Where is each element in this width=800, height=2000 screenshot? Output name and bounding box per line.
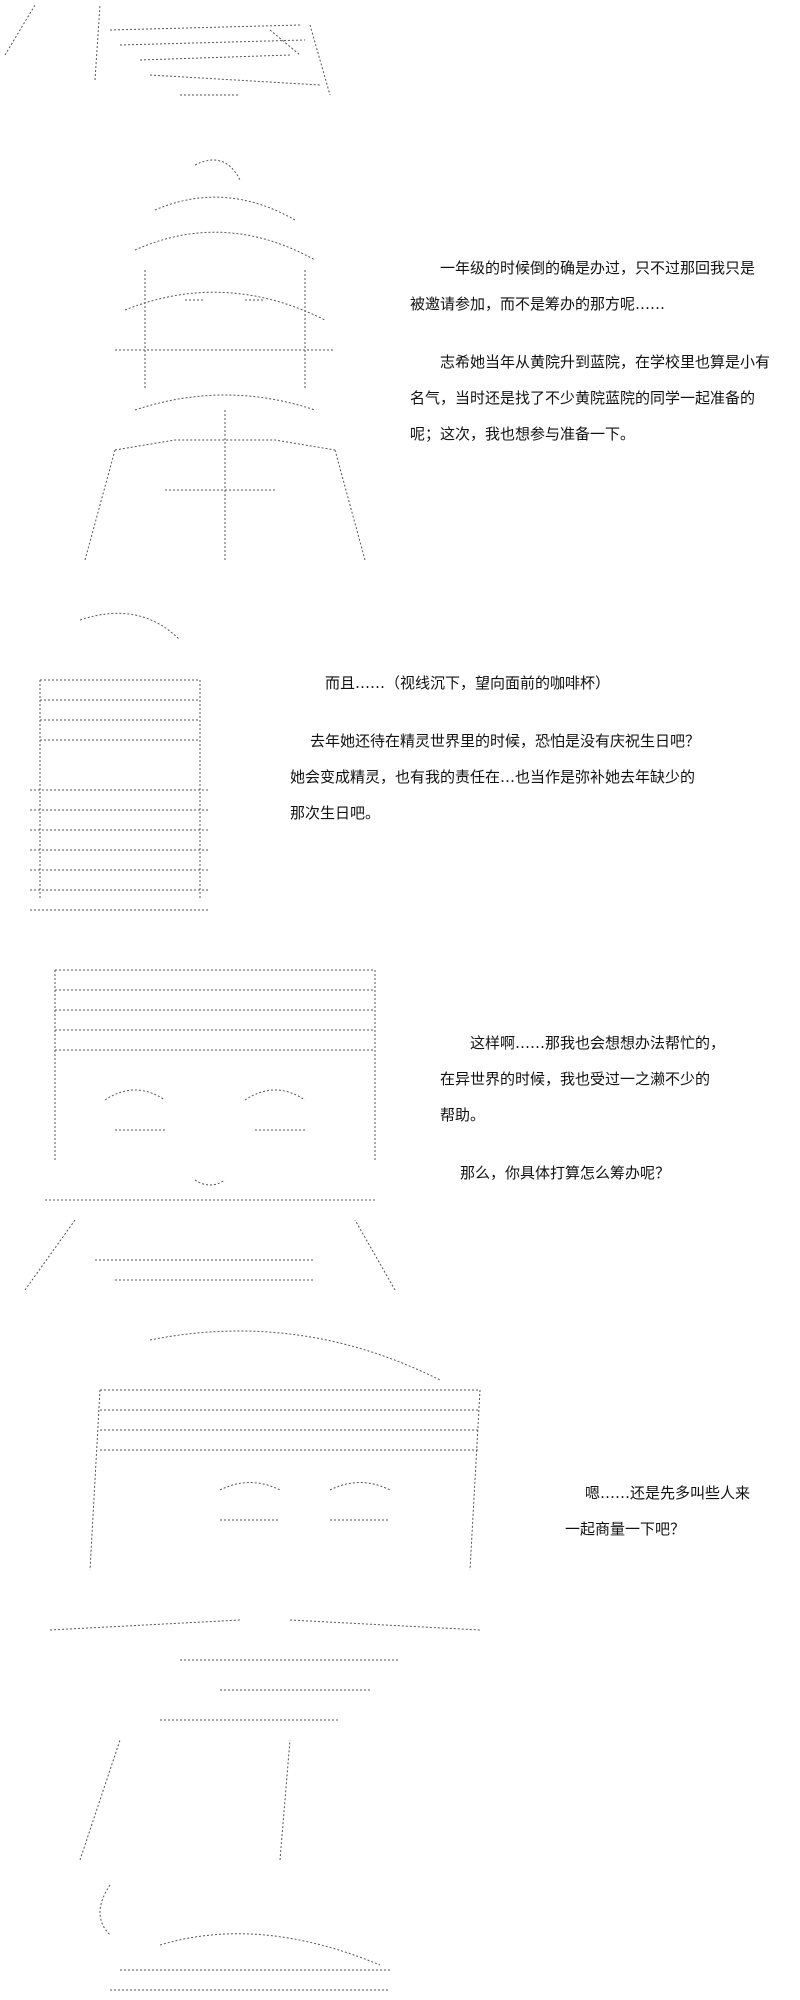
dialogue-line: 名气，当时还是找了不少黄院蓝院的同学一起准备的 — [410, 389, 756, 407]
panel-5: 嗯……还是先多叫些人来 一起商量一下吧？ — [0, 1320, 800, 1860]
dialogue-line: 去年她还待在精灵世界里的时候，恐怕是没有庆祝生日吧？ — [310, 732, 701, 750]
dialogue-line: 一起商量一下吧？ — [565, 1520, 686, 1538]
dialogue-line: 嗯……还是先多叫些人来 — [585, 1484, 751, 1502]
dialogue-line: 那么，你具体打算怎么筹办呢？ — [460, 1164, 671, 1182]
panel-3: 而且……（视线沉下，望向面前的咖啡杯） 去年她还待在精灵世界里的时候，恐怕是没有… — [0, 600, 800, 930]
dialogue-line: 呢；这次，我也想参与准备一下。 — [410, 425, 636, 443]
ascii-art-character-smile — [15, 960, 405, 1290]
dialogue-line: 在异世界的时候，我也受过一之濑不少的 — [440, 1070, 711, 1088]
ascii-art-character-hair — [20, 600, 220, 930]
ascii-art-character-top — [0, 0, 360, 110]
dialogue-block: 这样啊……那我也会想想办法帮忙的， 在异世界的时候，我也受过一之濑不少的 帮助。… — [440, 1025, 725, 1191]
dialogue-line: 这样啊……那我也会想想办法帮忙的， — [470, 1034, 726, 1052]
panel-6 — [0, 1875, 800, 2000]
dialogue-line: 被邀请参加，而不是筹办的那方呢…… — [410, 295, 666, 313]
dialogue-line: 她会变成精灵，也有我的责任在…也当作是弥补她去年缺少的 — [290, 768, 696, 786]
panel-2: 一年级的时候倒的确是办过，只不过那回我只是 被邀请参加，而不是筹办的那方呢…… … — [0, 140, 800, 560]
ascii-art-character-bottom — [80, 1875, 400, 2000]
dialogue-line: 志希她当年从黄院升到蓝院，在学校里也算是小有 — [440, 353, 771, 371]
ascii-art-character-girl — [75, 150, 375, 560]
dialogue-line: 那次生日吧。 — [290, 804, 381, 822]
dialogue-block: 一年级的时候倒的确是办过，只不过那回我只是 被邀请参加，而不是筹办的那方呢…… … — [410, 250, 770, 452]
panel-4: 这样啊……那我也会想想办法帮忙的， 在异世界的时候，我也受过一之濑不少的 帮助。… — [0, 960, 800, 1290]
dialogue-line: 而且……（视线沉下，望向面前的咖啡杯） — [325, 674, 611, 692]
dialogue-line: 一年级的时候倒的确是办过，只不过那回我只是 — [440, 259, 756, 277]
ascii-art-character-thinking — [40, 1320, 560, 1860]
dialogue-line: 帮助。 — [440, 1106, 486, 1124]
dialogue-block: 嗯……还是先多叫些人来 一起商量一下吧？ — [565, 1475, 750, 1547]
dialogue-block: 而且……（视线沉下，望向面前的咖啡杯） 去年她还待在精灵世界里的时候，恐怕是没有… — [290, 665, 700, 831]
panel-1 — [0, 0, 800, 110]
